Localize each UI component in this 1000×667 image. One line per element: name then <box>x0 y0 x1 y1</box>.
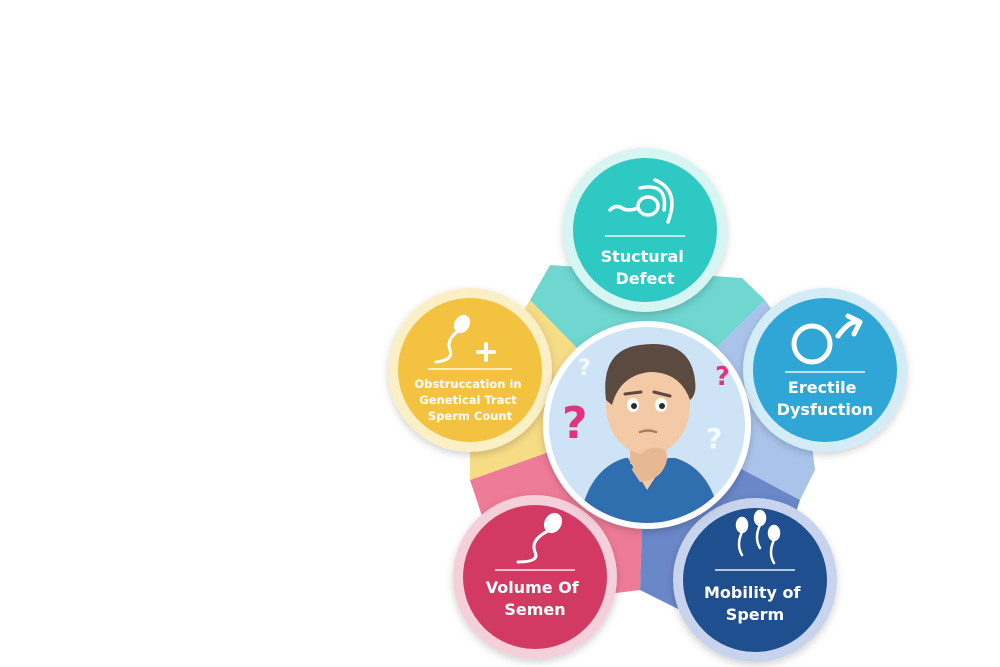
node-top: Stuctural Defect <box>563 148 727 312</box>
svg-text:Volume Of Semen: Volume Of Semen <box>486 578 585 619</box>
multiple-sperm-icon <box>735 509 781 565</box>
svg-text:?: ? <box>562 398 588 449</box>
node-left-line-3: Sperm Count <box>428 409 513 423</box>
sperm-plus-icon <box>434 314 496 364</box>
node-top-line-2: Defect <box>615 269 674 288</box>
male-symbol-icon <box>791 313 863 365</box>
node-top-line-1: Stuctural <box>601 247 684 266</box>
node-left-line-2: Genetical Tract <box>419 393 517 407</box>
svg-text:Mobility of Sperm: Mobility of Sperm <box>704 583 806 624</box>
node-bottom-left-line-2: Semen <box>504 600 565 619</box>
node-right-line-1: Erectile <box>788 378 857 397</box>
node-bottom-right: Mobility of Sperm <box>673 498 837 662</box>
node-bottom-right-line-2: Sperm <box>726 605 784 624</box>
center-circle: ? ? ? ? <box>543 321 751 529</box>
svg-text:Obstruccation in Genetic: Obstruccation in Genetical Tract Sperm C… <box>414 377 525 423</box>
node-left-line-1: Obstruccation in <box>414 377 521 391</box>
sperm-icon <box>608 178 674 224</box>
sperm-icon <box>516 512 563 564</box>
svg-text:?: ? <box>715 362 730 392</box>
svg-text:Erectile Dysfuction: Erectile Dysfuction <box>777 378 874 419</box>
node-right-line-2: Dysfuction <box>777 400 874 419</box>
confused-man-icon: ? ? ? ? <box>549 327 745 523</box>
node-right: Erectile Dysfuction <box>743 288 907 452</box>
svg-text:Stuctural Defect: Stuctural Defect <box>601 247 690 288</box>
node-bottom-left: Volume Of Semen <box>453 495 617 659</box>
node-bottom-right-line-1: Mobility of <box>704 583 801 602</box>
node-left: Obstruccation in Genetical Tract Sperm C… <box>388 288 552 452</box>
svg-text:?: ? <box>578 356 591 381</box>
node-bottom-left-line-1: Volume Of <box>486 578 580 597</box>
svg-text:?: ? <box>706 422 722 455</box>
